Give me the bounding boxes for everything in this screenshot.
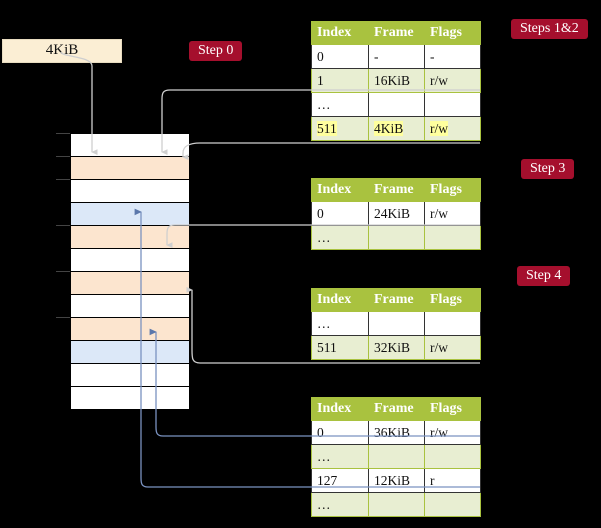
column-header: Flags — [424, 21, 481, 45]
column-header: Index — [311, 288, 369, 312]
highlighted-value: r/w — [430, 121, 448, 136]
table-row: … — [311, 492, 481, 517]
table-cell: 24KiB — [368, 201, 425, 226]
wire-block0-to-table12 — [182, 142, 480, 160]
column-header: Flags — [424, 397, 481, 421]
table-cell — [368, 225, 425, 250]
badge-step-0: Step 0 — [189, 41, 243, 61]
memory-frame-row — [70, 225, 190, 249]
table-cell: r/w — [424, 116, 481, 141]
memory-frame-tick — [56, 156, 70, 157]
table-row: … — [311, 311, 481, 336]
memory-frame-tick — [56, 317, 70, 318]
memory-frame-row — [70, 156, 190, 180]
highlighted-value: 511 — [317, 121, 337, 136]
column-header: Frame — [368, 178, 425, 202]
memory-frame-row — [70, 363, 190, 387]
table-cell: 0 — [311, 201, 369, 226]
memory-frame-row — [70, 340, 190, 364]
table-cell: - — [368, 44, 425, 69]
table-cell — [424, 225, 481, 250]
table-row: 511 4KiB r/w — [311, 116, 481, 141]
table-cell — [368, 311, 425, 336]
table-cell: 4KiB — [368, 116, 425, 141]
memory-frame-row — [70, 271, 190, 295]
table-cell: 127 — [311, 468, 369, 493]
memory-frame-row — [70, 133, 190, 157]
table-cell — [368, 92, 425, 117]
badge-step-3: Step 3 — [521, 159, 575, 179]
memory-frame-row — [70, 294, 190, 318]
table-cell — [368, 492, 425, 517]
table-cell: 0 — [311, 44, 369, 69]
table-cell: 36KiB — [368, 420, 425, 445]
table-cell — [424, 444, 481, 469]
memory-frame-tick — [56, 179, 70, 180]
memory-frame-tick — [56, 271, 70, 272]
table-cell: … — [311, 492, 369, 517]
column-header: Index — [311, 178, 369, 202]
table-cell: r/w — [424, 335, 481, 360]
memory-frame-tick — [56, 225, 70, 226]
table-cell: - — [424, 44, 481, 69]
column-header: Frame — [368, 21, 425, 45]
table-cell — [424, 492, 481, 517]
table-cell: r — [424, 468, 481, 493]
table-cell: 32KiB — [368, 335, 425, 360]
table-cell: r/w — [424, 68, 481, 93]
column-header: Frame — [368, 288, 425, 312]
memory-frame-row — [70, 202, 190, 226]
table-cell: … — [311, 225, 369, 250]
table-cell — [424, 311, 481, 336]
table-cell — [424, 92, 481, 117]
memory-frame-row — [70, 317, 190, 341]
table-row: 0-- — [311, 44, 481, 69]
table-cell: 511 — [311, 335, 369, 360]
table-cell: 16KiB — [368, 68, 425, 93]
column-header: Flags — [424, 288, 481, 312]
highlighted-value: 4KiB — [374, 121, 404, 136]
table-cell: … — [311, 311, 369, 336]
table-cell — [368, 444, 425, 469]
badge-steps-1-2: Steps 1&2 — [511, 19, 588, 39]
table-row: … — [311, 225, 481, 250]
badge-step-4: Step 4 — [517, 266, 571, 286]
table-cell: 12KiB — [368, 468, 425, 493]
table-cell: 0 — [311, 420, 369, 445]
memory-frame-row — [70, 248, 190, 272]
table-row: … — [311, 444, 481, 469]
table-cell: 1 — [311, 68, 369, 93]
column-header: Frame — [368, 397, 425, 421]
source-page-label: 4KiB — [2, 39, 122, 63]
table-cell: r/w — [424, 420, 481, 445]
table-cell: 511 — [311, 116, 369, 141]
table-row: … — [311, 92, 481, 117]
table-cell: … — [311, 444, 369, 469]
memory-frame-tick — [56, 133, 70, 134]
column-header: Flags — [424, 178, 481, 202]
table-cell: … — [311, 92, 369, 117]
memory-frame-row — [70, 386, 190, 410]
memory-frame-row — [70, 179, 190, 203]
source-page-label-text: 4KiB — [45, 42, 79, 58]
physical-memory-column — [56, 133, 190, 410]
column-header: Index — [311, 21, 369, 45]
table-cell: r/w — [424, 201, 481, 226]
column-header: Index — [311, 397, 369, 421]
